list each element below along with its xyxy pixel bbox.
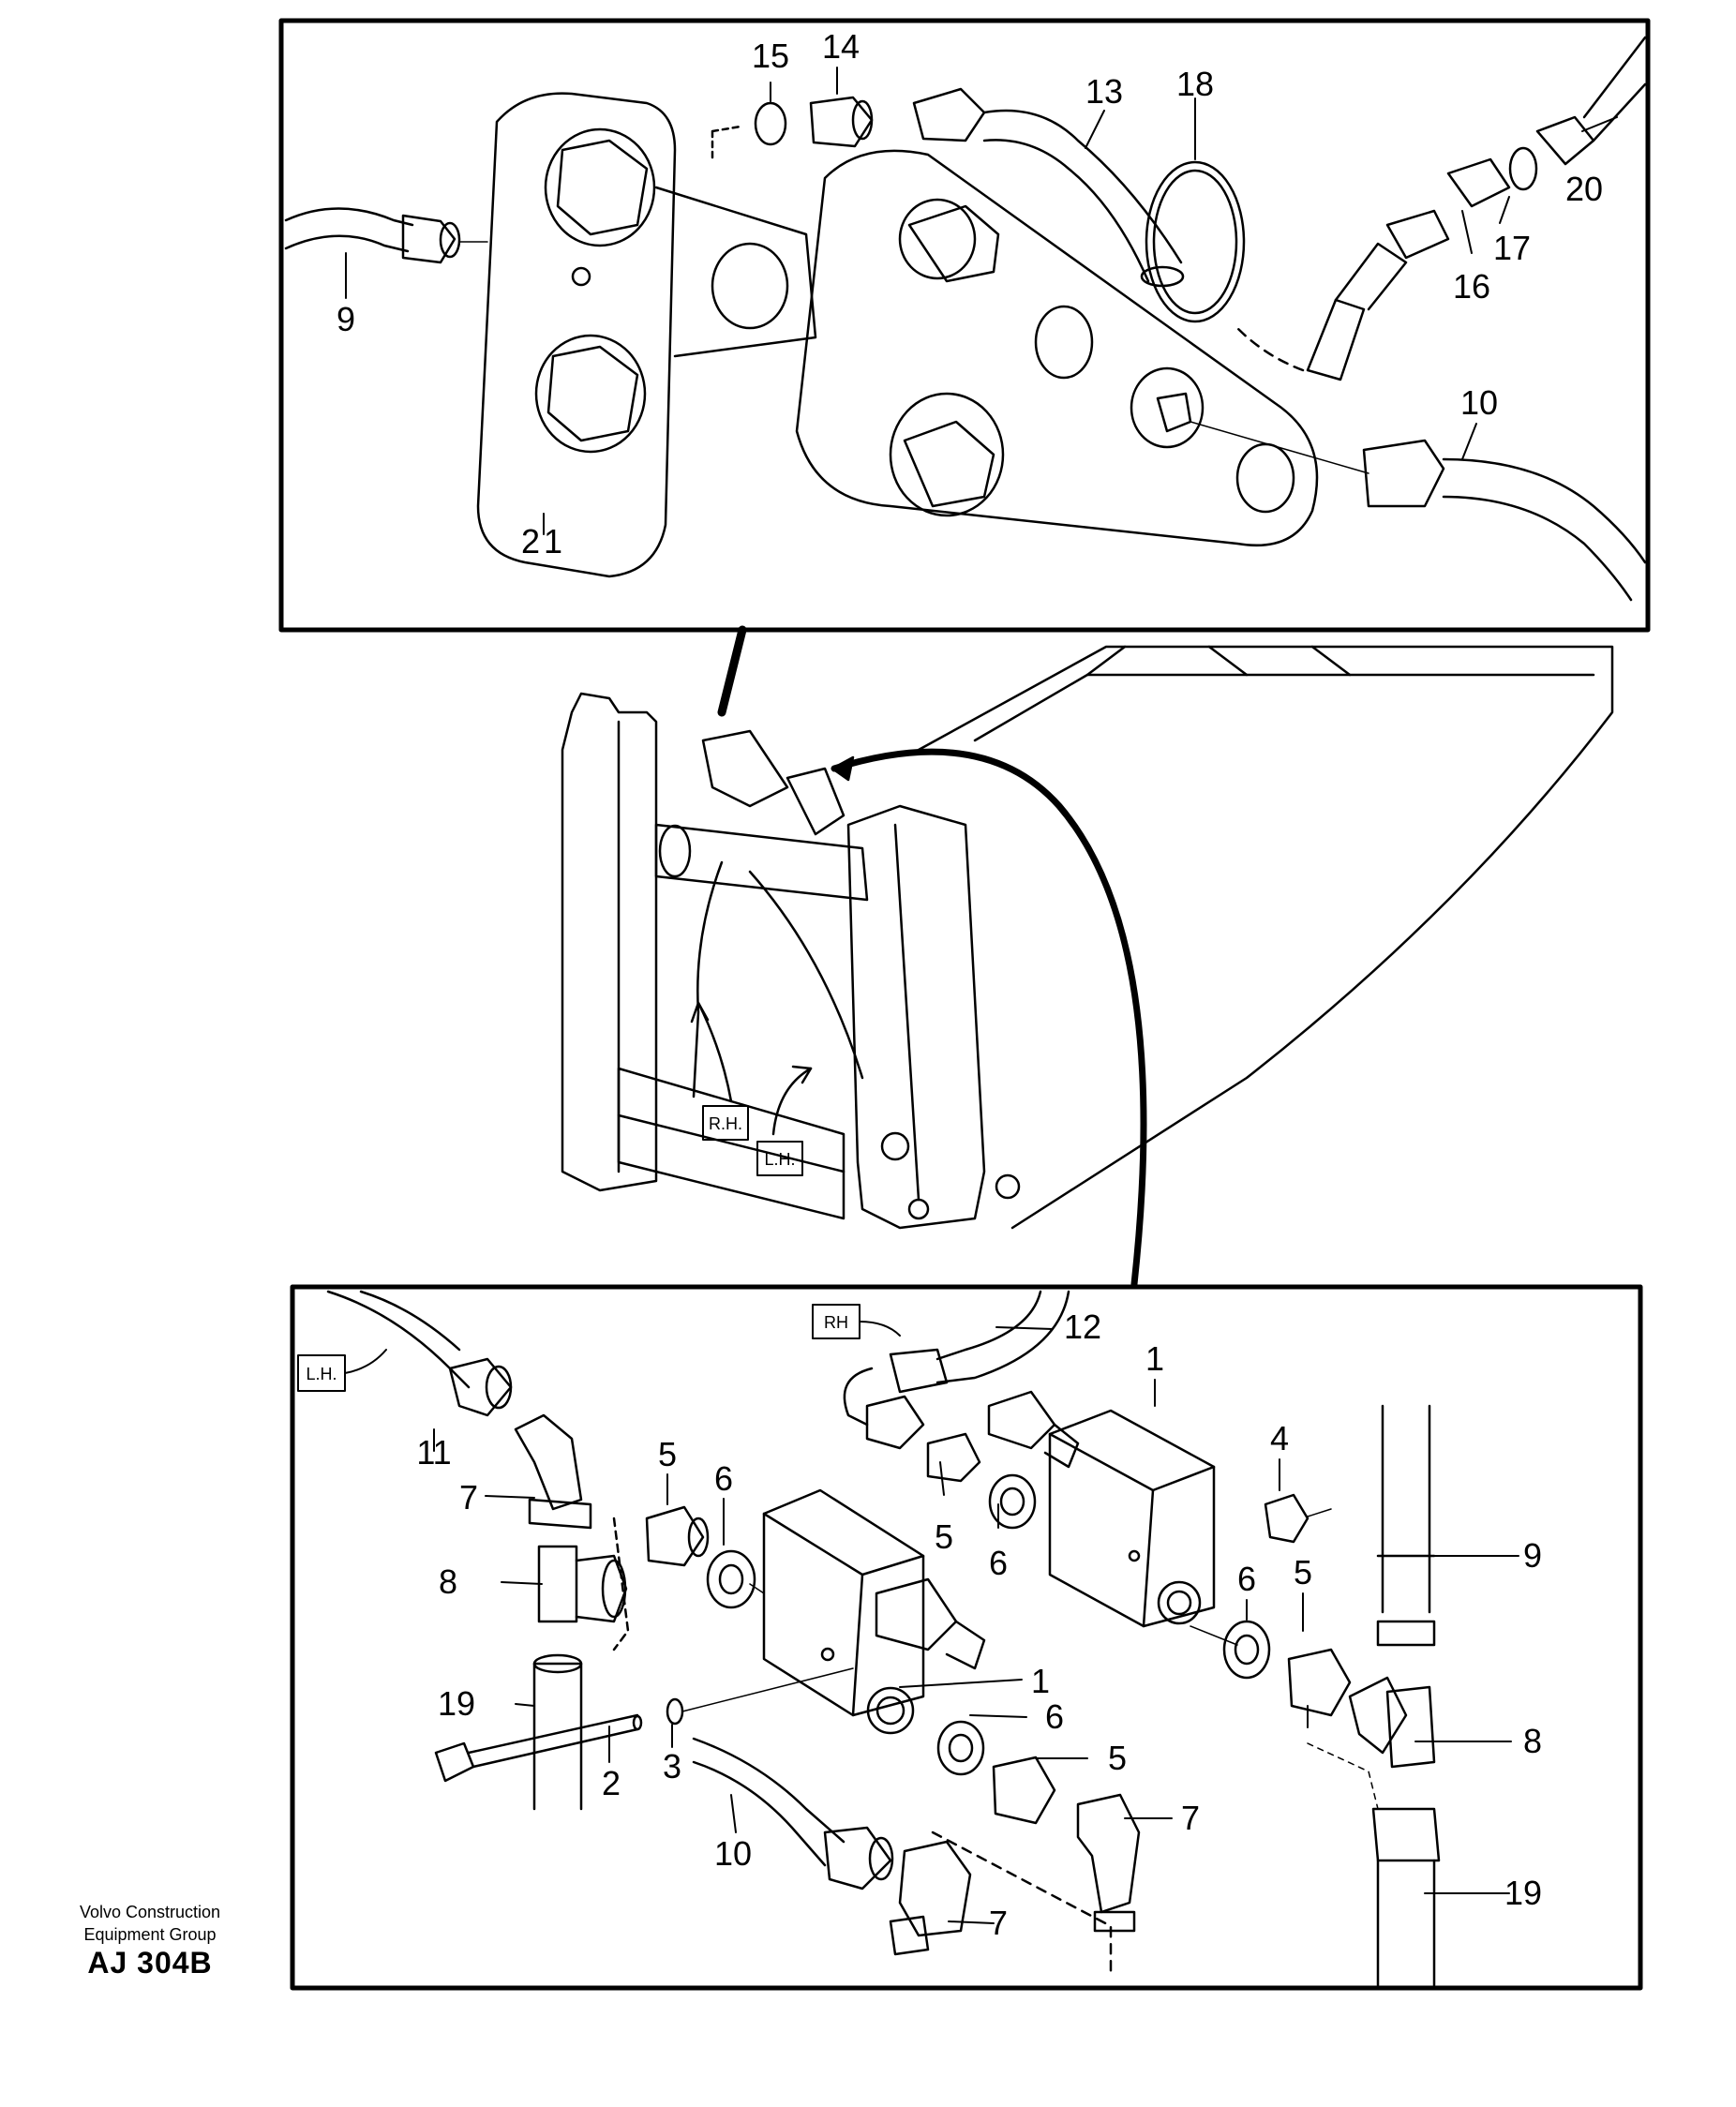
top-right-bracket-drawing bbox=[795, 149, 1319, 547]
top-hoses-and-fittings bbox=[284, 36, 1647, 602]
top-connector-arrow bbox=[717, 625, 747, 717]
callout-6-right: 6 bbox=[1237, 1560, 1256, 1598]
tag-rh-bottom: RH bbox=[824, 1313, 848, 1332]
callout-6-lower: 6 bbox=[1045, 1697, 1064, 1736]
callout-16: 16 bbox=[1453, 267, 1490, 306]
drawing-code: AJ 304B bbox=[87, 1946, 213, 1980]
callout-20: 20 bbox=[1565, 170, 1603, 208]
callout-5-lower: 5 bbox=[1108, 1739, 1127, 1777]
callout-19-left: 19 bbox=[438, 1684, 475, 1723]
bottom-callouts: RH L.H. 12 1 11 5 4 7 6 5 6 9 8 6 5 19 1… bbox=[306, 1308, 1542, 1942]
callout-7-upper: 7 bbox=[459, 1478, 478, 1517]
top-left-bracket-drawing bbox=[476, 92, 817, 578]
callout-15: 15 bbox=[752, 37, 789, 75]
bottom-leader-lines bbox=[433, 1326, 1519, 1924]
callout-13: 13 bbox=[1085, 72, 1123, 111]
callout-5-right: 5 bbox=[1294, 1553, 1312, 1591]
callout-9-top: 9 bbox=[337, 300, 355, 338]
company-line-1: Volvo Construction bbox=[79, 1903, 221, 1921]
callout-6-upper-left: 6 bbox=[714, 1459, 733, 1498]
middle-tags-text: R.H. L.H. bbox=[709, 1114, 796, 1169]
callout-7-right: 7 bbox=[1181, 1799, 1200, 1837]
bottom-detail-frame bbox=[290, 1284, 1643, 1991]
callout-9-bottom: 9 bbox=[1523, 1536, 1542, 1575]
callout-2: 2 bbox=[602, 1764, 621, 1802]
callout-18: 18 bbox=[1176, 65, 1214, 103]
callout-1-upper: 1 bbox=[1145, 1339, 1164, 1378]
callout-10-top: 10 bbox=[1460, 383, 1498, 422]
callout-3: 3 bbox=[663, 1747, 681, 1786]
bottom-valve-blocks bbox=[762, 1390, 1216, 1735]
callout-21: 21 bbox=[521, 522, 566, 560]
callout-4: 4 bbox=[1270, 1419, 1289, 1457]
callout-17: 17 bbox=[1493, 229, 1531, 267]
tag-box-lh-middle bbox=[756, 1141, 803, 1176]
tag-lh-bottom: L.H. bbox=[306, 1365, 337, 1383]
callout-5-upper-left: 5 bbox=[658, 1435, 677, 1473]
top-callouts: 15 14 13 18 20 9 17 16 10 21 bbox=[337, 27, 1603, 560]
callout-1-lower: 1 bbox=[1031, 1662, 1050, 1700]
callout-14: 14 bbox=[822, 27, 860, 66]
tag-rh-middle: R.H. bbox=[709, 1114, 742, 1133]
top-leader-lines bbox=[345, 67, 1618, 535]
top-detail-frame bbox=[278, 18, 1651, 633]
tag-lh-middle: L.H. bbox=[764, 1150, 795, 1169]
bottom-hoses-and-fittings bbox=[326, 1290, 1441, 1987]
callout-8-right: 8 bbox=[1523, 1722, 1542, 1760]
callout-8-left: 8 bbox=[439, 1562, 457, 1601]
tag-box-rh-middle bbox=[702, 1105, 749, 1141]
callout-7-bottom: 7 bbox=[989, 1904, 1008, 1942]
callout-5-upper-mid: 5 bbox=[935, 1517, 953, 1556]
machine-overview-drawing bbox=[561, 645, 1614, 1288]
footer-credit: Volvo Construction Equipment Group AJ 30… bbox=[37, 1901, 262, 1980]
callout-6-upper-mid: 6 bbox=[989, 1544, 1008, 1582]
callout-11: 11 bbox=[416, 1433, 451, 1472]
callout-19-right: 19 bbox=[1504, 1874, 1542, 1912]
callout-12: 12 bbox=[1064, 1308, 1101, 1346]
company-line-2: Equipment Group bbox=[83, 1925, 217, 1944]
callout-10-bottom: 10 bbox=[714, 1834, 752, 1873]
